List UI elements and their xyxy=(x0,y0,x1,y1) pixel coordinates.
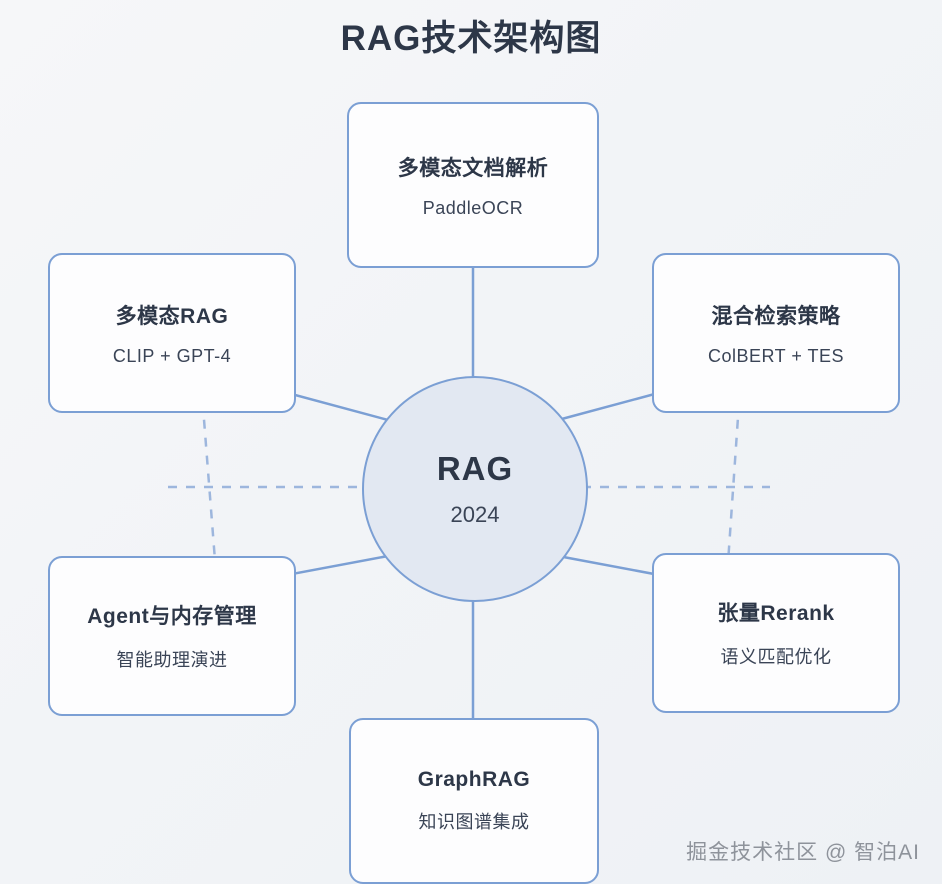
node-multimodal-rag[interactable]: 多模态RAG CLIP + GPT-4 xyxy=(48,253,296,413)
hub-node-rag[interactable]: RAG 2024 xyxy=(362,376,588,602)
watermark: 掘金技术社区 @ 智泊AI xyxy=(686,841,920,864)
node-subtitle: 智能助理演进 xyxy=(116,650,228,670)
page-title: RAG技术架构图 xyxy=(340,19,602,58)
hub-label: RAG xyxy=(436,450,514,487)
node-subtitle: ColBERT + TES xyxy=(707,345,845,366)
node-hybrid-retrieval-strategy[interactable]: 混合检索策略 ColBERT + TES xyxy=(652,253,900,413)
node-title: 多模态文档解析 xyxy=(397,156,549,180)
node-agent-memory-management[interactable]: Agent与内存管理 智能助理演进 xyxy=(48,556,296,716)
node-multimodal-document-parsing[interactable]: 多模态文档解析 PaddleOCR xyxy=(347,102,599,268)
hub-sublabel: 2024 xyxy=(450,502,500,527)
node-title: GraphRAG xyxy=(417,768,531,791)
node-subtitle: CLIP + GPT-4 xyxy=(112,345,232,366)
node-title: Agent与内存管理 xyxy=(87,605,257,628)
node-graphrag[interactable]: GraphRAG 知识图谱集成 xyxy=(349,718,599,884)
node-title: 多模态RAG xyxy=(115,304,229,328)
node-title: 张量Rerank xyxy=(717,602,835,625)
node-subtitle: PaddleOCR xyxy=(422,197,524,218)
node-title: 混合检索策略 xyxy=(711,304,841,328)
node-tensor-rerank[interactable]: 张量Rerank 语义匹配优化 xyxy=(652,553,900,713)
node-subtitle: 知识图谱集成 xyxy=(418,812,530,832)
node-subtitle: 语义匹配优化 xyxy=(720,647,832,667)
